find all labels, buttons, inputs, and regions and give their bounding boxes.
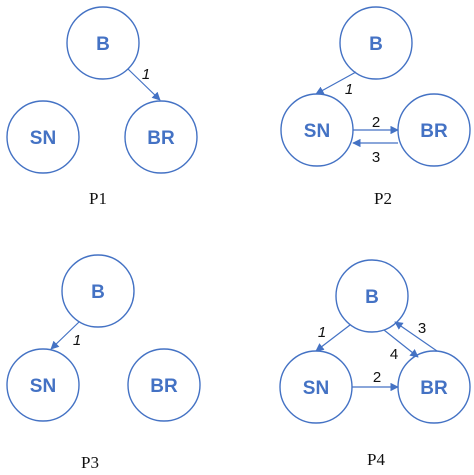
node-b-p2: B bbox=[339, 6, 413, 80]
node-b-p1-label: B bbox=[96, 34, 110, 55]
node-sn-p1-label: SN bbox=[30, 128, 56, 149]
edge-p4-b-to-sn-label: 1 bbox=[318, 324, 326, 341]
node-sn-p1: SN bbox=[6, 100, 80, 174]
node-sn-p2-label: SN bbox=[304, 121, 330, 142]
edge-p4-b-to-sn bbox=[315, 324, 351, 352]
node-br-p3-label: BR bbox=[150, 376, 178, 397]
edge-p4-b-to-br bbox=[383, 329, 419, 358]
node-br-p2-label: BR bbox=[420, 121, 448, 142]
node-br-p3: BR bbox=[127, 348, 201, 422]
node-b-p3-label: B bbox=[91, 282, 105, 303]
node-br-p2: BR bbox=[397, 93, 471, 167]
panel-p4: B SN BR 1 2 3 4 P4 bbox=[279, 259, 471, 469]
panel-p2: B SN BR 1 2 3 P2 bbox=[280, 6, 471, 208]
node-br-p1-label: BR bbox=[147, 128, 175, 149]
edge-p2-b-to-sn bbox=[315, 71, 357, 95]
edge-p3-b-to-sn-label: 1 bbox=[73, 332, 81, 349]
edge-p4-b-to-br-label: 4 bbox=[390, 346, 398, 363]
panel-p3: B SN BR 1 P3 bbox=[6, 254, 201, 472]
node-br-p4-label: BR bbox=[420, 378, 448, 399]
node-br-p4: BR bbox=[397, 350, 471, 424]
panel-p4-label: P4 bbox=[367, 450, 385, 469]
edge-p1-b-to-br bbox=[127, 68, 161, 101]
node-sn-p4: SN bbox=[279, 350, 353, 424]
node-b-p4: B bbox=[335, 259, 409, 333]
node-sn-p3: SN bbox=[6, 348, 80, 422]
panel-p2-label: P2 bbox=[374, 189, 392, 208]
edge-p2-sn-to-br-label: 2 bbox=[372, 114, 380, 131]
edge-p4-sn-to-br-label: 2 bbox=[373, 369, 381, 386]
panel-p3-label: P3 bbox=[81, 453, 99, 472]
edge-p2-br-to-sn-label: 3 bbox=[372, 149, 380, 166]
panel-p1-label: P1 bbox=[89, 189, 107, 208]
node-br-p1: BR bbox=[124, 100, 198, 174]
node-b-p3: B bbox=[61, 254, 135, 328]
node-sn-p3-label: SN bbox=[30, 376, 56, 397]
node-b-p1: B bbox=[66, 6, 140, 80]
edge-p4-br-to-b bbox=[394, 321, 438, 352]
node-b-p2-label: B bbox=[369, 34, 383, 55]
edge-p3-b-to-sn bbox=[50, 321, 80, 350]
edge-p4-br-to-b-label: 3 bbox=[418, 320, 426, 337]
edge-p2-b-to-sn-label: 1 bbox=[345, 81, 353, 98]
node-sn-p4-label: SN bbox=[303, 378, 329, 399]
node-sn-p2: SN bbox=[280, 93, 354, 167]
node-b-p4-label: B bbox=[365, 287, 379, 308]
edge-p1-b-to-br-label: 1 bbox=[142, 66, 150, 83]
panel-p1: B SN BR 1 P1 bbox=[6, 6, 198, 208]
